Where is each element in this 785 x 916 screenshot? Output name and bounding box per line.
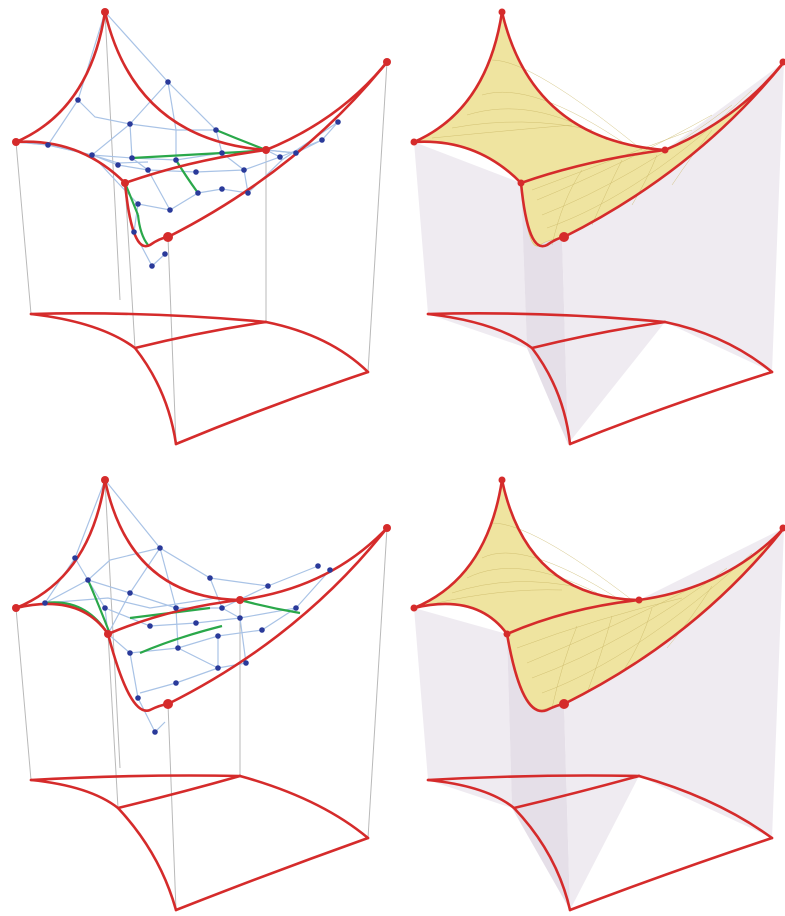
control-points xyxy=(42,545,333,735)
control-points xyxy=(45,79,341,269)
floor-projection xyxy=(426,774,774,912)
panel-bottom-right-surface xyxy=(392,458,785,916)
corner-points xyxy=(12,476,391,709)
panel-bottom-left-control-net xyxy=(0,458,392,916)
vertical-lines xyxy=(15,479,388,911)
boundary-curves xyxy=(14,10,389,248)
floor-projection xyxy=(426,312,774,446)
corner-points xyxy=(410,476,785,709)
boundary-curves xyxy=(14,478,389,712)
boundary-curves xyxy=(412,10,785,248)
boundary-curves xyxy=(412,478,785,713)
corner-points xyxy=(12,8,391,242)
curtain-walls xyxy=(414,528,784,910)
floor-projection xyxy=(29,312,370,446)
vertical-lines xyxy=(15,11,388,445)
floor-projection xyxy=(29,774,370,912)
panel-top-left-control-net xyxy=(0,0,392,458)
green-curves xyxy=(44,579,301,655)
panel-top-right-surface xyxy=(392,0,785,458)
corner-points xyxy=(410,8,785,242)
